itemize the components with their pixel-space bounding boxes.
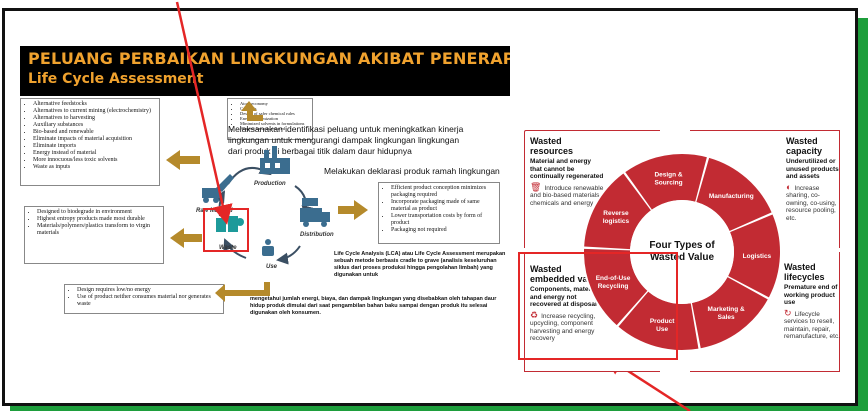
stage-distribution: Distribution: [300, 232, 334, 238]
donut-segment-label: Marketing &: [708, 306, 746, 313]
donut-segment: [691, 277, 768, 349]
lca-slide: PELUANG PERBAIKAN LINGKUNGAN AKIBAT PENE…: [20, 46, 510, 346]
identification-text: Melaksanakan identifikasi peluang untuk …: [228, 124, 464, 156]
user-icon: [262, 239, 274, 256]
bullet-item: Reagent hazards reduced: [240, 126, 309, 131]
recycle-icon: ♻: [530, 309, 539, 320]
donut-segment-label: Recycling: [598, 283, 629, 290]
lca-purpose-text: mengetahui jumlah energi, biaya, dan dam…: [250, 296, 497, 316]
wasted-resources-text: Wasted resources Material and energy tha…: [530, 136, 604, 207]
donut-segment-label: Manufacturing: [709, 193, 754, 200]
donut-segment-label: Reverse: [603, 210, 629, 217]
bullet-item: Eliminate impacts of material acquisitio…: [33, 136, 156, 143]
bullet-item: Minimized solvents in formulations: [240, 121, 309, 126]
end-of-life-box: Designed to biodegrade in environmentHig…: [24, 206, 164, 264]
bullet-item: Energy instead of material: [33, 150, 156, 157]
embedded-value-highlight-box: [518, 252, 678, 360]
bullet-item: Designed to biodegrade in environment: [37, 209, 160, 216]
donut-segment: [696, 157, 772, 231]
arrow-left-top: [166, 150, 200, 170]
bullet-item: Lower transportation costs by form of pr…: [391, 213, 496, 227]
bullet-item: Alternative feedstocks: [33, 101, 156, 108]
slide-title-bar: PELUANG PERBAIKAN LINGKUNGAN AKIBAT PENE…: [20, 46, 510, 96]
wasted-capacity-text: Wasted capacity Underutilized or unused …: [786, 136, 839, 222]
donut-segment-label: Sales: [718, 314, 735, 321]
truck-icon: [300, 198, 330, 227]
feedstock-box: Alternative feedstocksAlternatives to cu…: [20, 98, 160, 186]
donut-segment: [728, 214, 780, 298]
arrow-right: [338, 200, 368, 220]
bullet-item: Alternatives to current mining (electroc…: [33, 108, 156, 115]
stage-production: Production: [254, 181, 286, 187]
use-phase-box: Design requires low/no energyUse of prod…: [64, 284, 224, 314]
bullet-item: Waste as inputs: [33, 164, 156, 171]
donut-segment-label: End-of-Use: [596, 275, 631, 282]
donut-segment-label: Design &: [654, 172, 682, 179]
bullet-item: Design of safer chemical rules: [240, 111, 309, 116]
donut-title-line2: Wasted Value: [650, 252, 715, 263]
donut-segment-label: Use: [656, 326, 668, 333]
cycle-icon: ↻: [784, 307, 792, 318]
declaration-text: Melakukan deklarasi produk ramah lingkun…: [324, 166, 500, 176]
bullet-item: Bio-based and renewable: [33, 129, 156, 136]
packaging-box: Efficient product conception minimizes p…: [378, 182, 500, 244]
lca-definition-text: Life Cycle Analysis (LCA) atau Life Cycl…: [334, 251, 506, 278]
wasted-lifecycles-text: Wasted lifecycles Premature end of worki…: [784, 262, 840, 340]
donut-segment-label: Product: [650, 318, 675, 325]
excavator-icon: [202, 174, 234, 203]
wasted-value-donut: Design &SourcingManufacturingLogisticsMa…: [582, 152, 782, 352]
bullet-item: Packaging not required: [391, 227, 496, 234]
stage-use: Use: [266, 264, 278, 270]
gauge-icon: ◐: [786, 181, 792, 192]
bullet-item: Highest entropy products made most durab…: [37, 216, 160, 223]
donut-segment-label: logistics: [603, 218, 630, 225]
donut-segment: [618, 291, 699, 350]
bullet-item: Alternatives to harvesting: [33, 115, 156, 122]
donut-segment: [625, 154, 707, 210]
slide-subtitle: Life Cycle Assessment: [28, 71, 204, 87]
trash-icon: 🗑: [530, 181, 542, 192]
bullet-item: Incorporate packaging made of same mater…: [391, 199, 496, 213]
slide-title: PELUANG PERBAIKAN LINGKUNGAN AKIBAT PENE…: [28, 49, 510, 68]
wasted-embedded-value-text: Wasted embedded value Components, materi…: [530, 264, 601, 342]
donut-segment-label: Logistics: [743, 253, 772, 260]
waste-highlight-box: [203, 208, 249, 252]
donut-segment: [584, 173, 651, 250]
bullet-item: Materials/polymers/plastics transform to…: [37, 223, 160, 237]
bullet-item: Efficient product conception minimizes p…: [391, 185, 496, 199]
bullet-item: Eliminate imports: [33, 143, 156, 150]
bullet-item: Use of product neither consumes material…: [77, 294, 220, 308]
donut-title-line1: Four Types of: [649, 240, 715, 251]
bullet-item: Auxiliary substances: [33, 122, 156, 129]
donut-segment-label: Sourcing: [654, 180, 682, 187]
bullet-item: Design requires low/no energy: [77, 287, 220, 294]
bullet-item: More innocuous/less toxic solvents: [33, 157, 156, 164]
donut-segment: [584, 248, 648, 326]
arrow-left-bottom: [170, 228, 202, 248]
